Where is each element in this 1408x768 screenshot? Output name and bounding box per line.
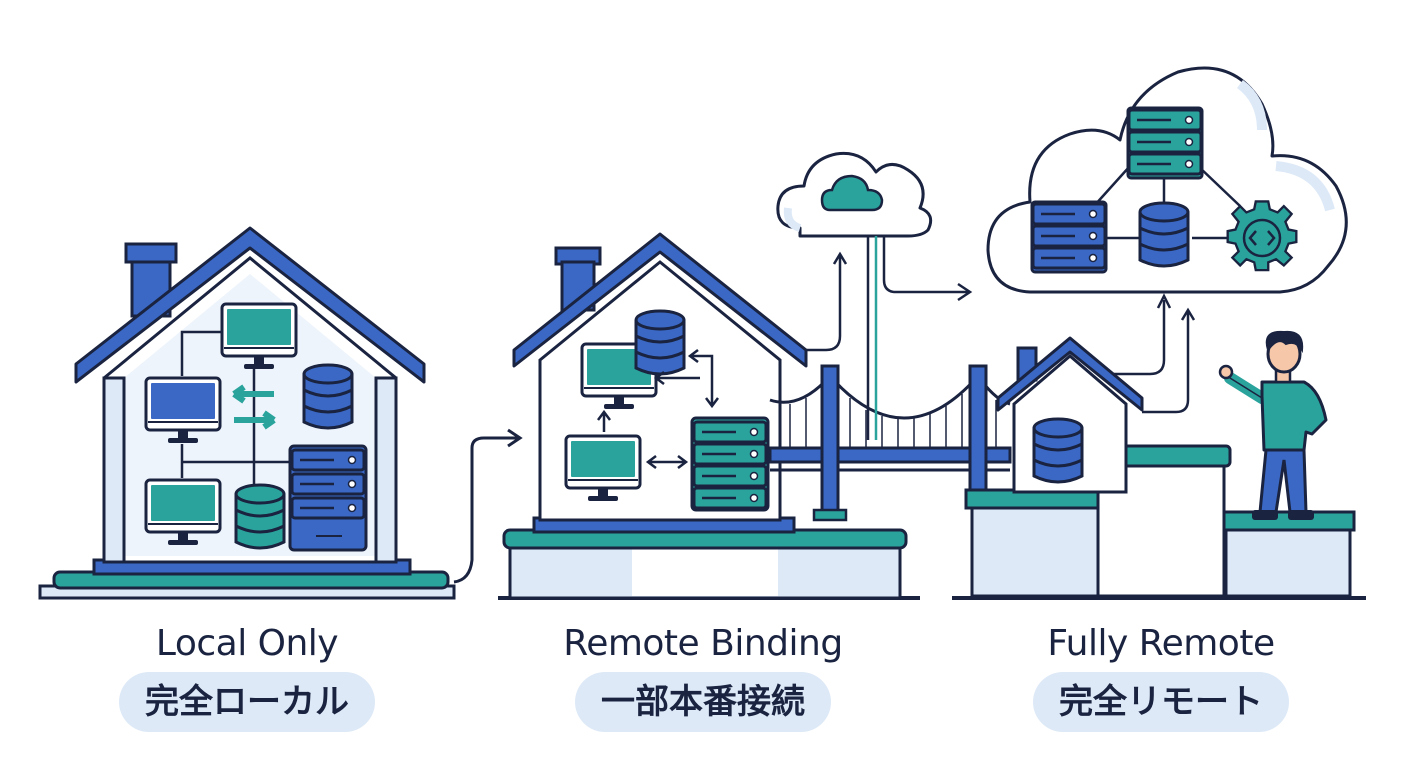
stage-title-jp: 完全リモート (1033, 672, 1289, 732)
database-icon (1032, 417, 1084, 484)
gear-code-icon (1226, 200, 1298, 272)
arrow-icon (806, 236, 973, 440)
server-icon (1126, 106, 1204, 180)
database-icon (1138, 201, 1190, 268)
server-icon (690, 416, 770, 512)
stage-title-en: Local Only (155, 623, 339, 664)
arrow-icon (453, 428, 523, 584)
server-icon (288, 444, 368, 552)
stage-title-en: Remote Binding (563, 623, 843, 664)
stage-title-jp: 一部本番接続 (575, 672, 831, 732)
stage-label-local: Local Only 完全ローカル (57, 620, 437, 732)
stage-title-jp: 完全ローカル (119, 672, 375, 732)
stage-label-fully-remote: Fully Remote 完全リモート (971, 620, 1351, 732)
stage-fully-remote-illustration (952, 66, 1366, 600)
database-icon (234, 483, 286, 550)
bridge-icon (768, 364, 1012, 522)
stage-remote-binding-illustration (498, 232, 920, 600)
stage-label-remote-binding: Remote Binding 一部本番接続 (513, 620, 893, 732)
diagram-scene (38, 66, 1366, 600)
stage-title-en: Fully Remote (1047, 623, 1275, 664)
stage-local-illustration (38, 226, 456, 600)
arrow-icon (1112, 293, 1196, 414)
database-icon (634, 309, 686, 376)
cloud-icon (776, 151, 933, 238)
server-icon (1030, 200, 1108, 274)
person-icon (1218, 330, 1328, 520)
database-icon (302, 363, 354, 430)
